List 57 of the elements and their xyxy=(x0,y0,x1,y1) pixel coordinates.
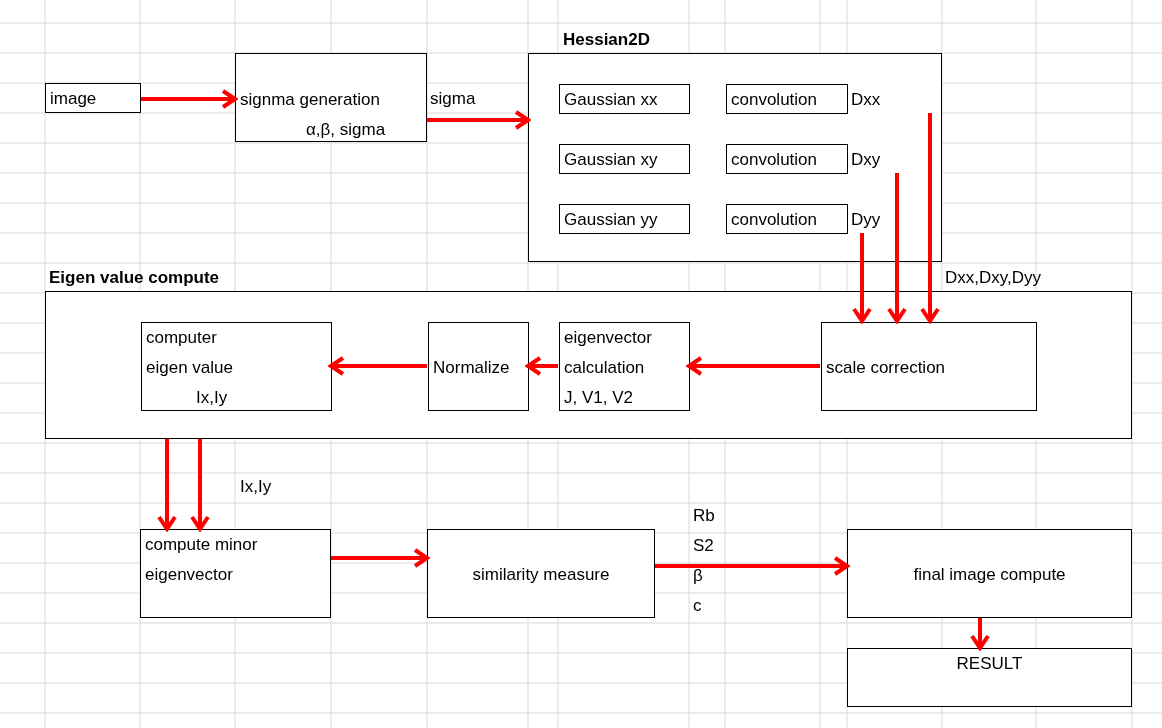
side-label: Dxx xyxy=(850,89,881,111)
arrow xyxy=(141,89,237,109)
box-text: final image compute xyxy=(912,564,1067,586)
note-label: c xyxy=(693,595,702,617)
box-text: Gaussian yy xyxy=(563,209,659,231)
process-box xyxy=(45,83,141,113)
process-box xyxy=(559,84,690,114)
arrow xyxy=(190,439,210,531)
note-label: β xyxy=(693,565,703,587)
container-title: Hessian2D xyxy=(563,29,650,51)
arrow xyxy=(887,173,907,323)
note-label: Dxx,Dxy,Dyy xyxy=(945,267,1041,289)
box-text: Ix,Iy xyxy=(195,387,229,409)
arrow xyxy=(526,356,558,376)
container-title: Eigen value compute xyxy=(49,267,220,289)
side-label: Dxy xyxy=(850,149,881,171)
process-box xyxy=(427,529,655,618)
box-text: similarity measure xyxy=(471,564,611,586)
box-text: α,β, sigma xyxy=(305,119,387,141)
process-box xyxy=(847,648,1132,707)
arrow xyxy=(655,556,849,576)
process-box xyxy=(847,529,1132,618)
arrow xyxy=(427,110,530,130)
box-text: convolution xyxy=(730,89,818,111)
box-text: J, V1, V2 xyxy=(563,387,634,409)
box-text: Normalize xyxy=(432,357,511,379)
box-text: Gaussian xy xyxy=(563,149,659,171)
process-box xyxy=(821,322,1037,411)
edge-label: sigma xyxy=(430,88,476,110)
process-box xyxy=(235,53,427,142)
box-text: RESULT xyxy=(955,653,1024,675)
arrow xyxy=(329,356,427,376)
box-text: convolution xyxy=(730,149,818,171)
edge-label: Ix,Iy xyxy=(240,476,272,498)
arrow xyxy=(687,356,820,376)
box-text: convolution xyxy=(730,209,818,231)
process-box xyxy=(559,144,690,174)
process-box xyxy=(141,322,332,411)
arrow xyxy=(157,439,177,531)
note-label: S2 xyxy=(693,535,714,557)
box-text: signma generation xyxy=(239,89,381,111)
arrow xyxy=(852,233,872,323)
process-box xyxy=(559,204,690,234)
box-text: scale correction xyxy=(825,357,947,379)
process-box xyxy=(559,322,690,411)
note-label: Rb xyxy=(693,505,715,527)
arrow xyxy=(331,548,429,568)
side-label: Dyy xyxy=(850,209,881,231)
arrow xyxy=(920,113,940,323)
box-text: compute minor eigenvector xyxy=(144,534,259,586)
box-text: computer eigen value xyxy=(145,327,234,379)
process-box xyxy=(428,322,529,411)
arrow xyxy=(970,618,990,650)
box-text: eigenvector calculation xyxy=(563,327,653,379)
process-box xyxy=(140,529,331,618)
box-text: Gaussian xx xyxy=(563,89,659,111)
box-text: image xyxy=(49,88,98,110)
